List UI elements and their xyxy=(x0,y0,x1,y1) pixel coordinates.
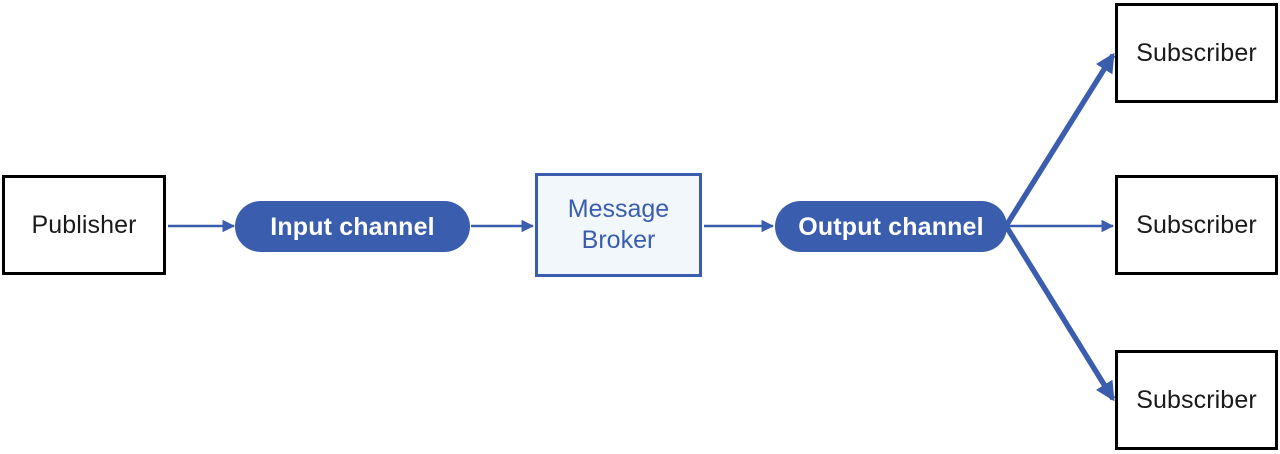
node-subscriber-2[interactable]: Subscriber xyxy=(1115,175,1278,275)
edge-output-channel-to-subscriber-1 xyxy=(1003,52,1116,228)
node-publisher[interactable]: Publisher xyxy=(2,175,166,275)
node-input-channel[interactable]: Input channel xyxy=(235,201,470,252)
edge-output-channel-to-subscriber-3 xyxy=(1003,224,1116,402)
node-message-broker-label-line1: Message xyxy=(567,195,670,223)
node-subscriber-2-label: Subscriber xyxy=(1136,211,1257,239)
node-message-broker-label: Message Broker xyxy=(568,194,669,256)
node-message-broker[interactable]: Message Broker xyxy=(535,173,702,277)
node-message-broker-label-line2: Broker xyxy=(581,226,656,254)
node-output-channel-label: Output channel xyxy=(798,212,984,241)
node-subscriber-1-label: Subscriber xyxy=(1136,39,1257,67)
node-output-channel[interactable]: Output channel xyxy=(775,201,1007,252)
node-publisher-label: Publisher xyxy=(31,211,137,239)
node-input-channel-label: Input channel xyxy=(270,212,435,241)
node-subscriber-1[interactable]: Subscriber xyxy=(1115,3,1278,103)
node-subscriber-3-label: Subscriber xyxy=(1136,386,1257,414)
node-subscriber-3[interactable]: Subscriber xyxy=(1115,350,1278,450)
